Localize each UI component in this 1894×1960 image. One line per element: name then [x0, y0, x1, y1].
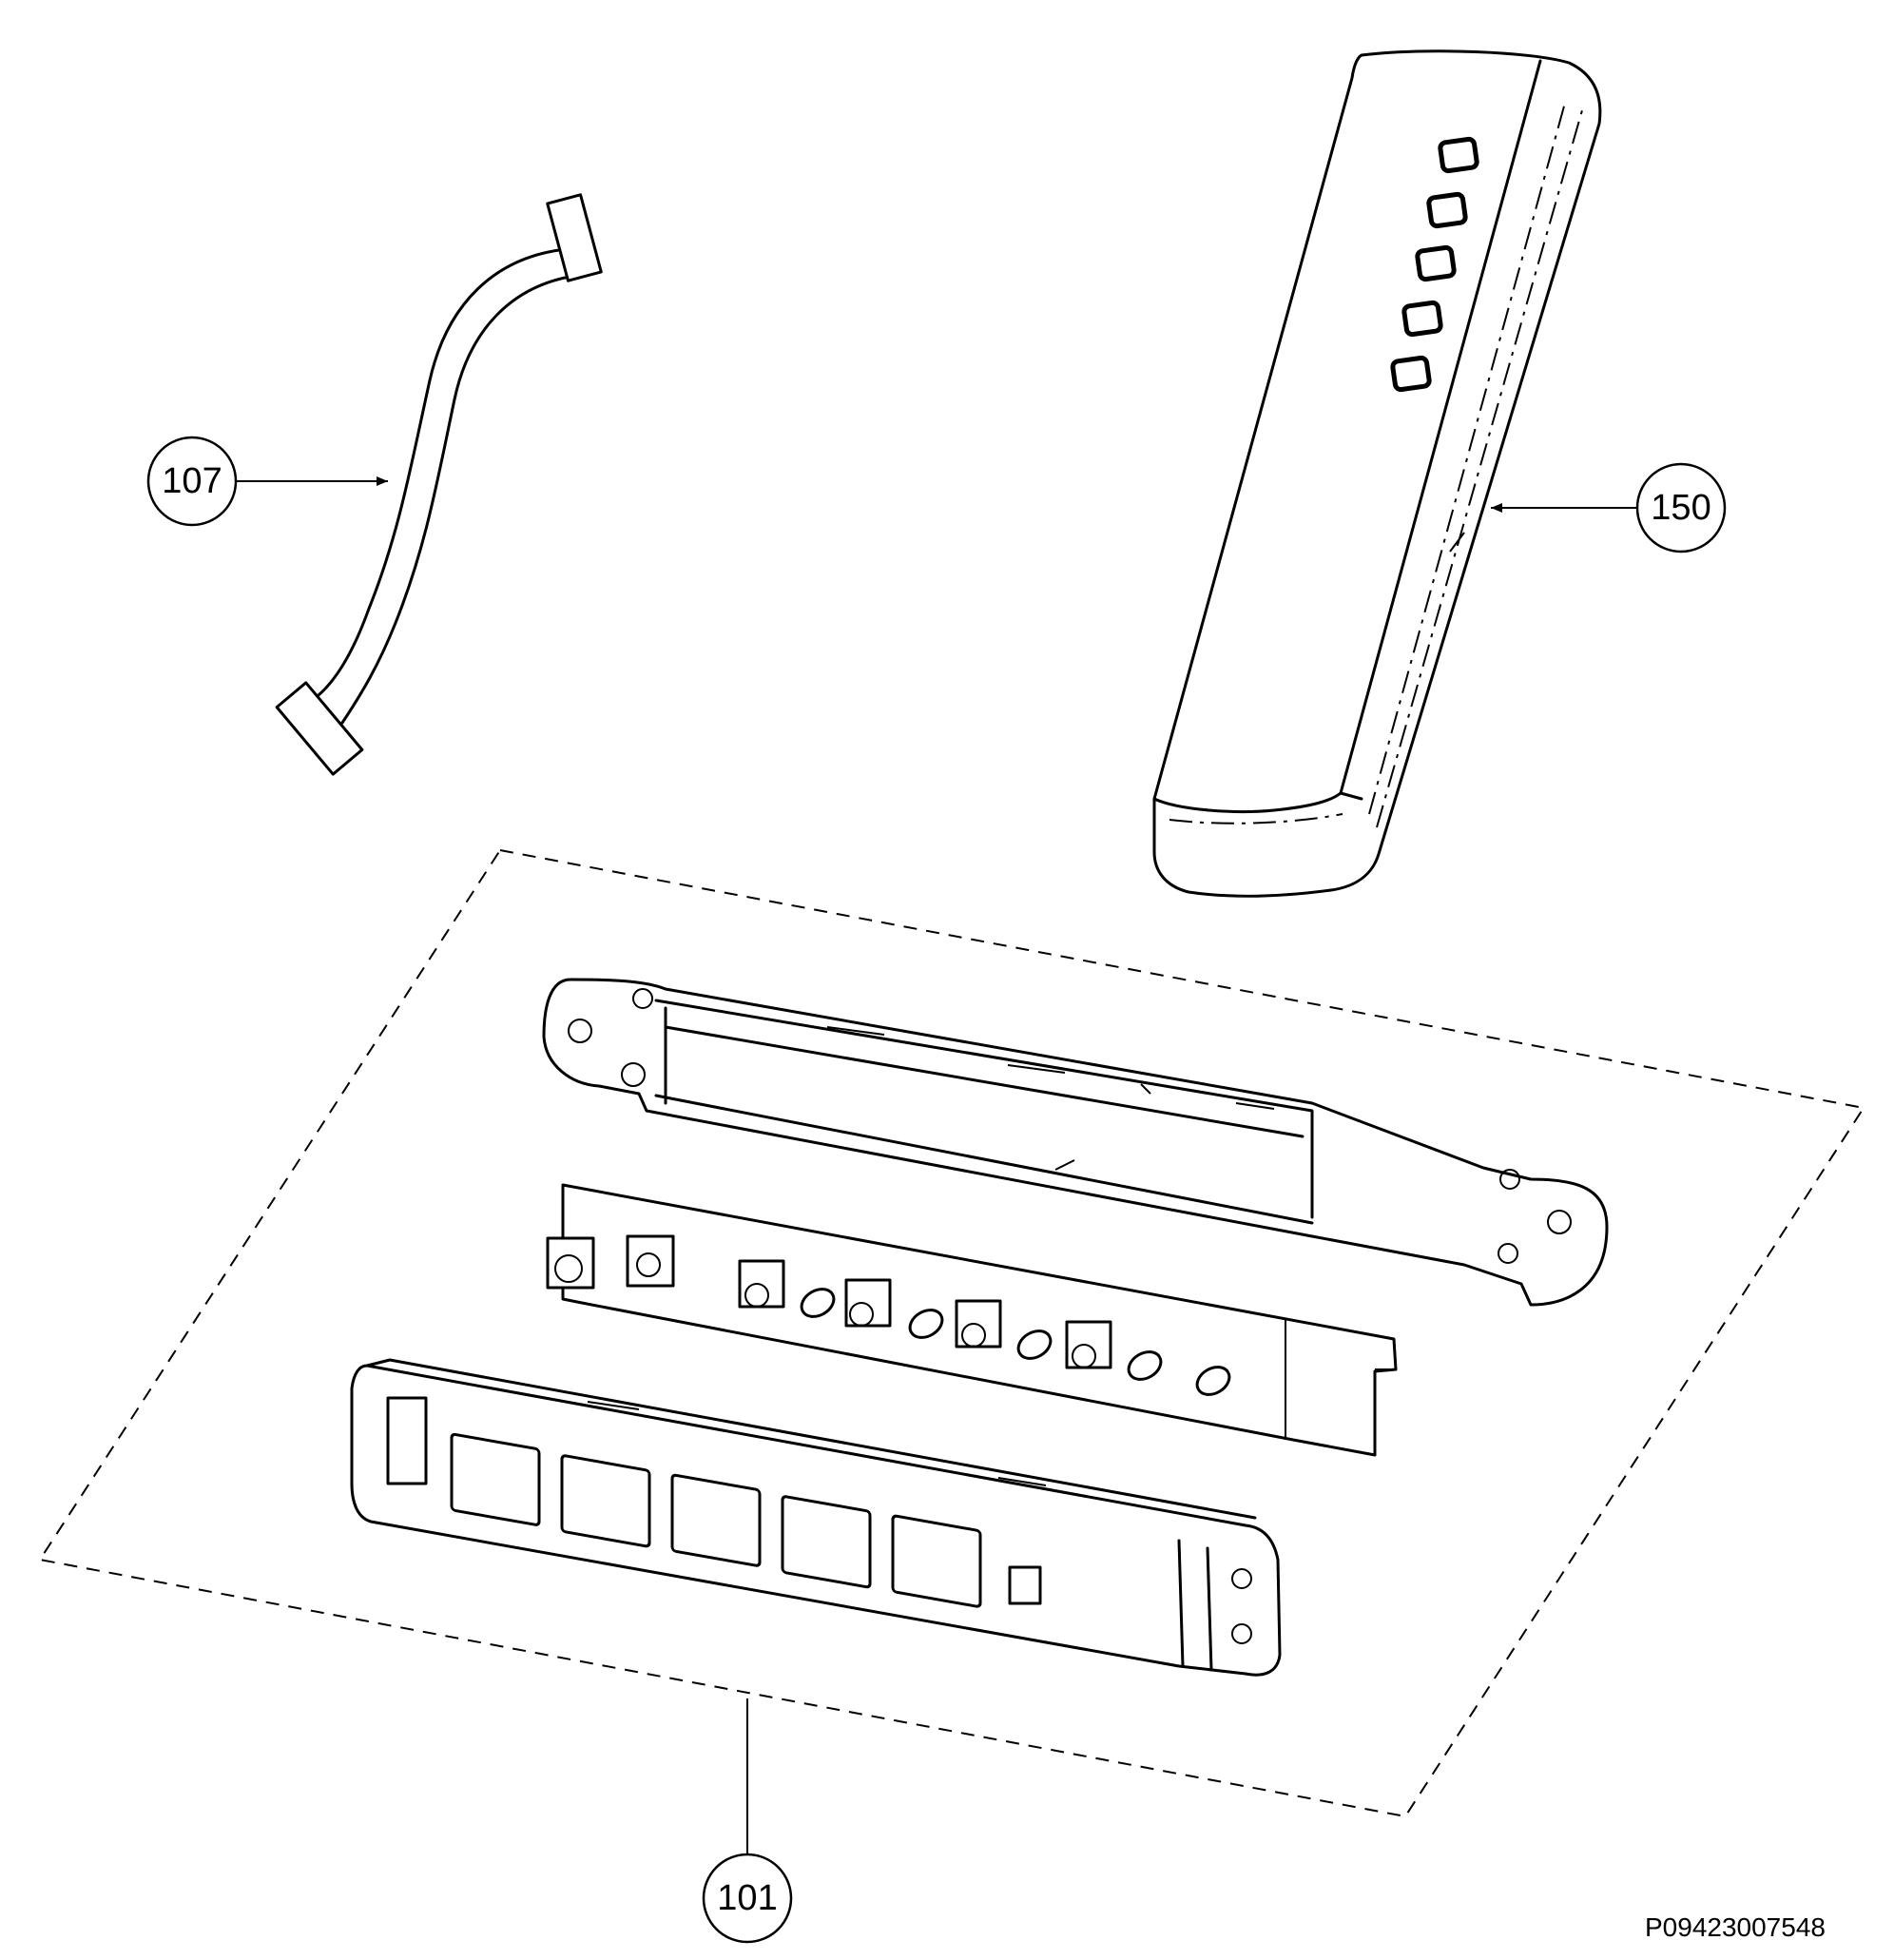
callout-150-label: 150 — [1651, 488, 1710, 528]
board-led-4 — [1127, 1350, 1163, 1381]
board-leds — [800, 1288, 1231, 1396]
leader-lines — [236, 476, 1637, 1854]
remote-buttons — [1390, 136, 1479, 393]
fascia-button-4[interactable] — [781, 1495, 872, 1589]
callout-107-label: 107 — [162, 461, 222, 501]
remote-button-1[interactable] — [1438, 136, 1479, 174]
remote-button-2[interactable] — [1426, 191, 1468, 229]
board-tactile-switches — [546, 1234, 1112, 1369]
cable-connector-top — [546, 193, 603, 282]
board-switch-2 — [626, 1234, 675, 1288]
remote-button-5[interactable] — [1390, 355, 1432, 393]
remote-button-3[interactable] — [1415, 244, 1457, 282]
fascia-button-1[interactable] — [450, 1432, 541, 1526]
kit-frame — [542, 978, 1609, 1307]
board-led-3 — [1016, 1329, 1053, 1360]
remote-control-part-150[interactable] — [1152, 49, 1602, 898]
board-switch-4 — [844, 1278, 892, 1328]
fascia-button-3[interactable] — [670, 1473, 762, 1567]
callout-150[interactable]: 150 — [1635, 462, 1727, 553]
callout-107[interactable]: 107 — [146, 436, 238, 527]
board-switch-1 — [546, 1236, 595, 1290]
callout-101-label: 101 — [717, 1878, 777, 1918]
kit-circuit-board — [546, 1183, 1398, 1457]
drawing-code: P09423007548 — [1645, 1912, 1826, 1942]
board-led-1 — [800, 1288, 836, 1318]
kit-boundary — [38, 848, 1865, 1818]
board-led-5 — [1195, 1366, 1231, 1396]
callout-101[interactable]: 101 — [702, 1853, 793, 1944]
kit-front-fascia — [350, 1358, 1282, 1677]
remote-button-4[interactable] — [1401, 300, 1443, 338]
ribbon-cable-part-107[interactable] — [275, 193, 603, 776]
control-kit-part-101[interactable] — [38, 848, 1865, 1818]
board-led-2 — [908, 1309, 944, 1339]
cable-connector-bottom — [275, 681, 364, 776]
fascia-button-2[interactable] — [560, 1454, 651, 1548]
fascia-button-5[interactable] — [891, 1514, 982, 1608]
fascia-push-buttons — [450, 1432, 982, 1608]
